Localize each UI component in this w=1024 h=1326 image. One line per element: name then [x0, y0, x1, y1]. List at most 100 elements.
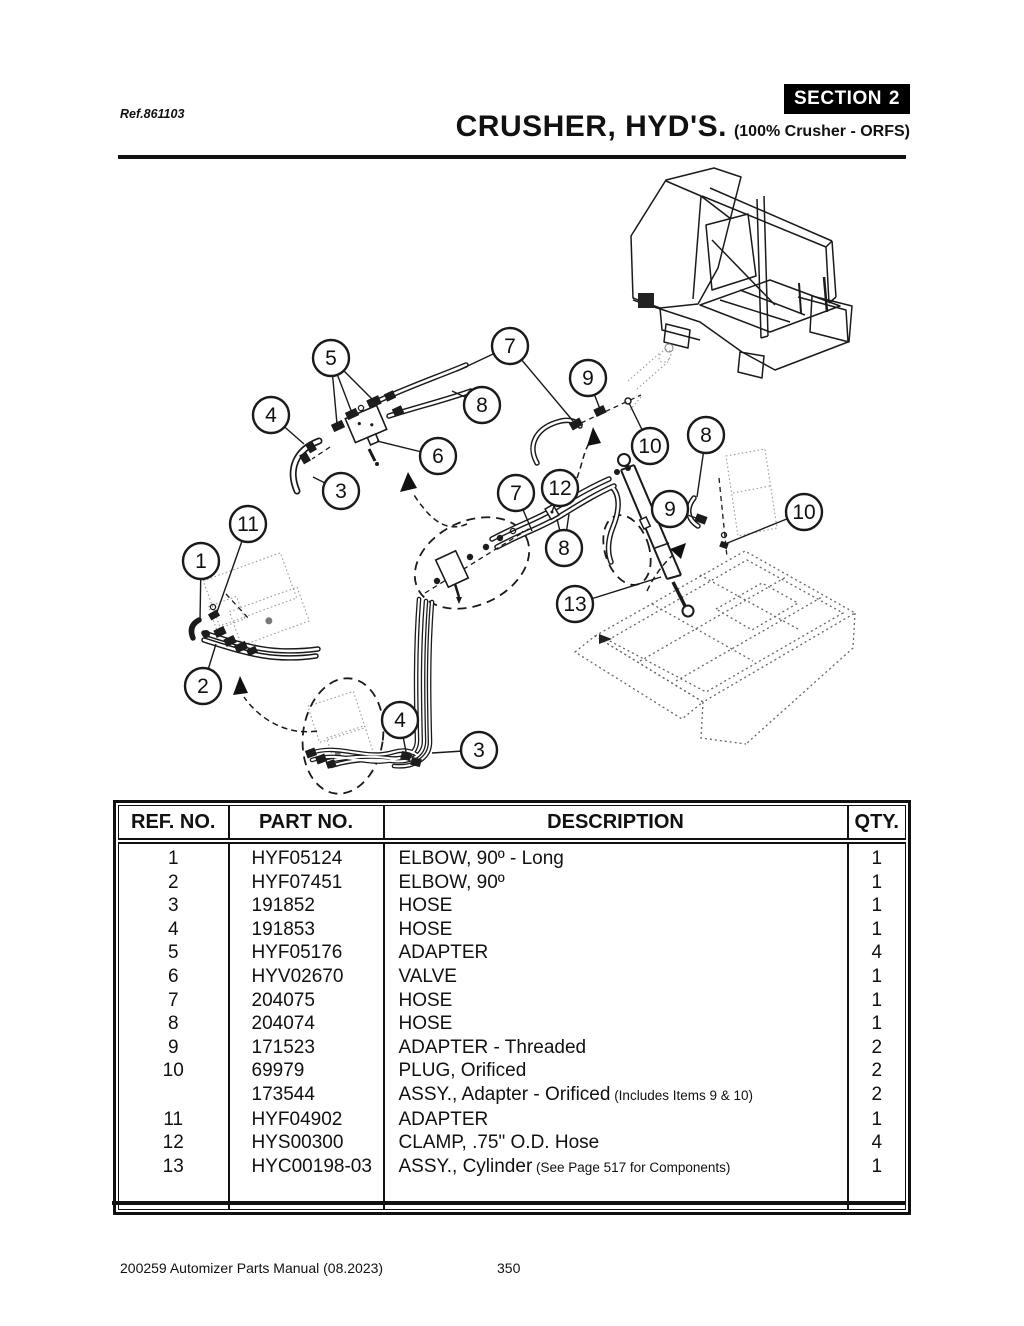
table-cell: 1 — [846, 841, 906, 871]
table-header-row: REF. NO. PART NO. DESCRIPTION QTY. — [118, 805, 906, 844]
callout-3 — [459, 730, 499, 770]
table-cell: 1 — [167, 848, 179, 869]
callout-number: 7 — [510, 482, 522, 505]
table-cell — [119, 1179, 229, 1210]
callout-10 — [630, 426, 670, 466]
callout-number: 8 — [558, 537, 570, 560]
table-cell — [119, 1083, 229, 1108]
table-cell — [382, 1179, 848, 1210]
table-cell: 2 — [846, 1082, 906, 1108]
table-cell: 11 — [163, 1108, 184, 1130]
callout-number: 4 — [265, 404, 277, 427]
table-cell: HYS00300 — [227, 1131, 384, 1155]
table-cell: 1 — [846, 870, 906, 895]
table-cell: VALVE — [382, 964, 848, 989]
callout-number: 8 — [476, 394, 488, 417]
table-cell — [846, 1179, 906, 1210]
callout-5 — [311, 338, 351, 378]
frame-marker — [599, 634, 612, 644]
callout-number: 5 — [325, 347, 337, 370]
callout-11 — [228, 504, 268, 544]
table-cell: 1 — [846, 964, 906, 989]
callout-9 — [568, 358, 608, 398]
bottom-fittings — [304, 747, 422, 769]
table-cell: 204075 — [227, 988, 384, 1013]
table-cell: ELBOW, 90º - Long — [382, 841, 848, 871]
callout-4 — [380, 700, 420, 740]
valve-and-fittings — [225, 390, 728, 621]
table-cell: HYV02670 — [227, 964, 384, 989]
callout-2 — [183, 666, 223, 706]
adapter-plug-parts — [568, 397, 729, 550]
callout-7 — [496, 473, 536, 513]
callout-number: 6 — [432, 445, 444, 468]
callout-10 — [784, 492, 824, 532]
table-cell: 3 — [167, 895, 179, 917]
table-cell: ADAPTER — [382, 1107, 848, 1132]
table-cell: ASSY., Cylinder (See Page 517 for Compon… — [382, 1154, 848, 1180]
table-cell: ELBOW, 90º — [382, 870, 848, 895]
callout-number: 3 — [473, 739, 485, 762]
cylinder-ghost — [627, 343, 674, 411]
table-cell: 1 — [846, 988, 906, 1013]
table-cell: 4 — [846, 1131, 906, 1155]
callout-number: 12 — [548, 477, 571, 500]
table-cell: 1 — [846, 917, 906, 942]
table-cell: 12 — [162, 1132, 184, 1154]
cab-sketch — [630, 167, 853, 379]
footer-manual-title: 200259 Automizer Parts Manual (08.2023) — [120, 1260, 384, 1276]
table-cell: HYF05176 — [227, 941, 384, 965]
callout-9 — [650, 489, 690, 529]
callout-number: 9 — [664, 498, 676, 521]
footer-rule — [112, 1201, 906, 1205]
table-cell: HOSE — [382, 1012, 848, 1036]
table-cell: 204074 — [227, 1012, 384, 1036]
callout-4 — [251, 395, 291, 435]
center-fittings — [433, 503, 560, 604]
table-cell: HOSE — [382, 988, 848, 1013]
table-cell: CLAMP, .75" O.D. Hose — [382, 1131, 848, 1155]
left-fittings — [188, 603, 259, 657]
callout-8 — [462, 385, 502, 425]
table-cell: ADAPTER - Threaded — [382, 1035, 848, 1060]
table-cell: 7 — [167, 989, 179, 1011]
table-cell: 13 — [162, 1155, 184, 1177]
table-cell: 171523 — [227, 1035, 384, 1060]
table-cell: HOSE — [382, 917, 848, 942]
col-header-description: DESCRIPTION — [382, 805, 848, 844]
callout-number: 1 — [195, 550, 207, 573]
callout-number: 11 — [237, 513, 259, 536]
table-cell: ASSY., Adapter - Orificed (Includes Item… — [382, 1082, 848, 1108]
table-cell — [227, 1179, 384, 1210]
reference-number: Ref.861103 — [120, 107, 185, 121]
callout-8 — [686, 415, 726, 455]
table-cell: 2 — [846, 1035, 906, 1060]
callout-3 — [321, 471, 361, 511]
header-rule — [118, 155, 906, 159]
callout-7 — [490, 326, 530, 366]
page-title: CRUSHER, HYD'S. — [455, 110, 727, 143]
table-cell: HOSE — [382, 894, 848, 918]
table-cell: 69979 — [227, 1059, 384, 1083]
table-cell: 4 — [846, 941, 906, 965]
flow-arrows — [233, 427, 686, 733]
frame-sketch — [573, 550, 857, 745]
section-number: 2 — [888, 88, 900, 109]
callout-13 — [555, 584, 595, 624]
table-cell: 4 — [167, 918, 179, 940]
table-cell: ADAPTER — [382, 941, 848, 965]
table-cell: 1 — [846, 1107, 906, 1132]
